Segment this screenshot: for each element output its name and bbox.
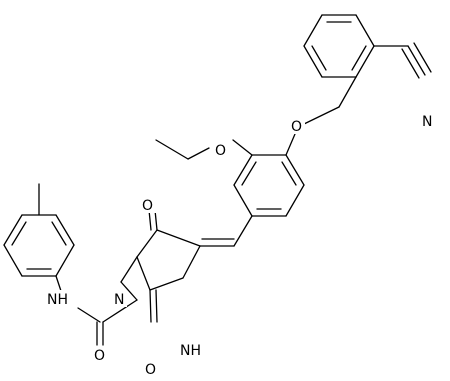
atom-ether-o-ethoxy: O [215,143,226,159]
atom-amide-nh: NH [47,292,68,308]
benzyl-ether-linker [303,76,357,125]
cyanobenzyl-ring [303,14,375,78]
atom-imide-o-top: O [142,198,153,214]
carbonyl-bottom [149,289,158,323]
central-benzene-ring [233,154,305,217]
carbonyl-top [148,209,158,231]
bond-o-ring [285,133,296,156]
atom-amide-o: O [94,348,105,364]
atom-cyano-n: N [422,114,432,130]
atom-ring-nh: NH [180,343,201,359]
atom-ether-o-benzyl: O [291,119,302,135]
atom-imide-n: N [114,292,124,308]
acetamide-chain [77,256,138,346]
tolyl-ring [3,214,75,277]
ethoxy-group [155,139,253,160]
atom-imide-o-bottom: O [145,362,156,378]
hydantoin-ring [136,229,201,291]
atom-labels: N O O O N NH NH O O [46,112,435,378]
arylidene-double-bond [199,215,253,247]
nitrile-group [373,42,432,79]
